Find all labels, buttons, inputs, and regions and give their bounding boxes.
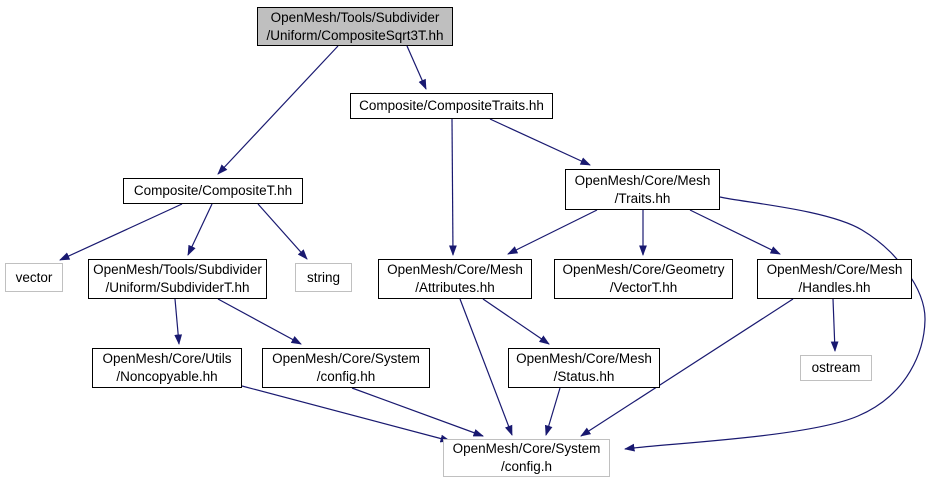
edge-attributes-to-config_h bbox=[459, 298, 513, 436]
node-composite_traits[interactable]: Composite/CompositeTraits.hh bbox=[350, 93, 553, 119]
node-label-line: ostream bbox=[811, 360, 861, 375]
node-ostream: ostream bbox=[800, 355, 872, 381]
node-label-line: /config.h bbox=[500, 459, 553, 474]
edge-noncopyable-to-config_h bbox=[241, 385, 451, 443]
node-label-line: OpenMesh/Core/Mesh bbox=[516, 351, 652, 366]
node-label-line: string bbox=[306, 269, 340, 285]
node-label-line: Composite/CompositeT.hh bbox=[133, 183, 293, 198]
node-label-line: vector bbox=[15, 269, 53, 285]
edge-composite_traits-to-traits bbox=[489, 118, 591, 166]
node-label-line: OpenMesh/Core/Mesh bbox=[574, 172, 711, 188]
edge-composite_sqrt3t-to-composite_t bbox=[217, 45, 339, 175]
node-label-line: OpenMesh/Core/System bbox=[452, 441, 601, 456]
edge-traits-to-handles bbox=[689, 209, 781, 255]
node-config_h: OpenMesh/Core/System/config.h bbox=[443, 439, 610, 477]
node-noncopyable[interactable]: OpenMesh/Core/Utils/Noncopyable.hh bbox=[92, 348, 242, 388]
edge-traits-to-attributes bbox=[507, 209, 598, 255]
node-traits[interactable]: OpenMesh/Core/Mesh/Traits.hh bbox=[565, 169, 720, 210]
edge-config_hh-to-config_h bbox=[351, 387, 484, 437]
node-label-line: OpenMesh/Core/System bbox=[272, 351, 420, 366]
edge-composite_t-to-subdivider_t bbox=[187, 203, 213, 256]
node-string: string bbox=[295, 263, 352, 292]
edge-composite_sqrt3t-to-composite_traits bbox=[406, 45, 427, 90]
node-vectort[interactable]: OpenMesh/Core/Geometry/VectorT.hh bbox=[554, 259, 733, 299]
node-label-line: /Status.hh bbox=[553, 369, 615, 384]
node-handles[interactable]: OpenMesh/Core/Mesh/Handles.hh bbox=[757, 259, 912, 299]
node-label-line: /Handles.hh bbox=[798, 280, 871, 295]
node-label-line: /VectorT.hh bbox=[609, 280, 678, 295]
node-vector: vector bbox=[5, 263, 63, 292]
node-label-line: OpenMesh/Core/Mesh bbox=[766, 262, 903, 277]
node-label-line: OpenMesh/Core/Utils bbox=[102, 351, 232, 366]
node-label-line: /Noncopyable.hh bbox=[116, 369, 218, 384]
node-attributes[interactable]: OpenMesh/Core/Mesh/Attributes.hh bbox=[378, 259, 532, 299]
node-label-line: /config.hh bbox=[316, 369, 376, 384]
edge-subdivider_t-to-config_hh bbox=[217, 298, 302, 345]
node-label-line: OpenMesh/Tools/Subdivider bbox=[270, 9, 440, 25]
node-subdivider_t[interactable]: OpenMesh/Tools/Subdivider/Uniform/Subdiv… bbox=[88, 259, 267, 299]
edge-status-to-config_h bbox=[544, 387, 561, 436]
edge-composite_traits-to-attributes bbox=[449, 118, 457, 256]
node-label-line: /Attributes.hh bbox=[415, 280, 495, 295]
node-composite_t[interactable]: Composite/CompositeT.hh bbox=[123, 178, 303, 204]
node-label-line: /Traits.hh bbox=[614, 190, 671, 206]
node-label-line: Composite/CompositeTraits.hh bbox=[359, 98, 544, 113]
edge-traits-to-config_h bbox=[624, 196, 926, 452]
node-label-line: OpenMesh/Core/Mesh bbox=[387, 262, 523, 277]
node-label-line: OpenMesh/Core/Geometry bbox=[562, 262, 725, 277]
edge-attributes-to-status bbox=[482, 298, 550, 345]
node-config_hh[interactable]: OpenMesh/Core/System/config.hh bbox=[262, 348, 430, 388]
edge-handles-to-ostream bbox=[830, 298, 839, 352]
node-label-line: OpenMesh/Tools/Subdivider bbox=[93, 262, 262, 277]
node-label-line: /Uniform/SubdividerT.hh bbox=[105, 280, 250, 295]
node-composite_sqrt3t: OpenMesh/Tools/Subdivider/Uniform/Compos… bbox=[257, 7, 453, 46]
node-label-line: /Uniform/CompositeSqrt3T.hh bbox=[266, 27, 444, 43]
node-status[interactable]: OpenMesh/Core/Mesh/Status.hh bbox=[508, 348, 660, 388]
edge-composite_t-to-string bbox=[257, 203, 308, 260]
edge-composite_t-to-vector bbox=[59, 203, 183, 261]
edge-subdivider_t-to-noncopyable bbox=[174, 298, 183, 345]
